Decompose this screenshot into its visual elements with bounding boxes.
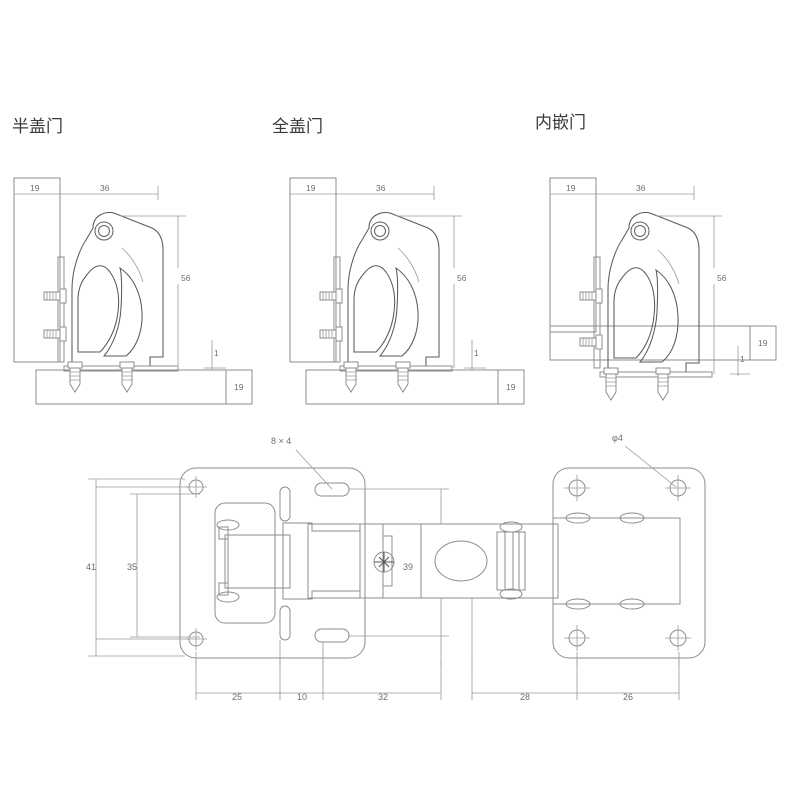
cup-pivot-bottom [218,582,229,596]
hinge-base-plate [599,371,713,378]
dim-19-panel: 19 [30,183,40,193]
dim-19-base: 19 [234,382,244,392]
mounting-plate [333,256,341,363]
dim-39-arm: 39 [403,562,413,572]
cabinet-side-board [549,325,777,361]
right-plate-hole-bottom-right [665,625,691,651]
panel-screw-lower [579,334,603,350]
dim-28: 28 [520,692,530,702]
dim-32: 32 [378,692,388,702]
panel-screw-lower [319,326,343,342]
base-screw-left [603,367,619,401]
hinge-arm-profile [607,212,700,373]
hinge-arm-link [282,522,361,600]
dim-56-height: 56 [457,273,467,283]
panel-screw-upper [579,288,603,304]
base-screw-left [343,361,359,393]
hinge-cup-inner [224,534,291,589]
hinge-base-plate [63,365,179,372]
adjustment-screw [373,551,395,573]
right-plate-boss-br [619,598,645,610]
plate-slot-bottom-8x4 [314,628,350,643]
right-plate-boss-bl [565,598,591,610]
dim-56-height: 56 [717,273,727,283]
arm-plate-inner [552,517,681,605]
dim-36-offset: 36 [376,183,386,193]
cup-cap-bottom [216,591,240,603]
cup-mounting-plate [179,467,366,659]
dim-19-panel: 19 [306,183,316,193]
callout-phi4: φ4 [612,433,623,443]
right-plate-boss-tr [619,512,645,524]
arm-slot-lines [504,532,520,590]
cabinet-base-board [305,369,525,405]
arm-notch-left [383,535,393,587]
dim-19-base: 19 [758,338,768,348]
base-screw-right [655,367,671,401]
leader-phi4 [624,445,677,488]
panel-screw-upper [319,288,343,304]
base-screw-right [395,361,411,393]
leader-8x4 [295,449,333,490]
view-title-half-overlay: 半盖门 [12,117,63,137]
callout-8x4: 8 × 4 [271,436,291,446]
view-full-overlay: 19 36 19 [289,177,525,405]
plan-view: 39 8 × 4 [86,433,706,702]
dim-19-base: 19 [506,382,516,392]
dim-36-offset: 36 [636,183,646,193]
dim-19-panel: 19 [566,183,576,193]
right-plate-hole-top-left [564,475,590,501]
dim-36-offset: 36 [100,183,110,193]
hinge-arm-profile [347,212,440,367]
panel-screw-upper [43,288,67,304]
right-plate-boss-tl [565,512,591,524]
hinge-long-arm [382,523,559,599]
dim-56-height: 56 [181,273,191,283]
view-title-inset: 内嵌门 [535,113,586,133]
view-half-overlay: 19 36 19 [13,177,253,405]
door-panel [549,177,597,333]
view-title-full-overlay: 全盖门 [272,117,323,137]
hinge-base-plate [339,365,453,372]
view-inset: 19 36 19 [549,177,777,401]
mounting-plate [57,256,65,363]
hinge-arm-profile [71,212,164,367]
arm-slot-block [496,531,526,591]
hinge-arm-body [307,523,422,599]
dim-25: 25 [232,692,242,702]
right-plate-hole-bottom-left [564,625,590,651]
dim-26: 26 [623,692,633,702]
arm-slot-cap-top [499,521,523,533]
base-screw-right [119,361,135,393]
arm-oval-cutout [434,540,488,582]
arm-mounting-plate [552,467,706,659]
base-screw-left [67,361,83,393]
plate-slot-top-narrow [279,486,291,522]
dim-41: 41 [86,562,96,572]
dim-35: 35 [127,562,137,572]
cup-cap-top [216,519,240,531]
dim-1-gap: 1 [474,348,479,358]
plate-slot-bottom-narrow [279,605,291,641]
hinge-cup-body [214,502,276,624]
cup-pivot-top [218,526,229,540]
dim-10: 10 [297,692,307,702]
plate-slot-top-8x4 [314,482,350,497]
panel-screw-lower [43,326,67,342]
arm-slot-cap-bottom [499,588,523,600]
cabinet-base-board [35,369,253,405]
right-plate-hole-top-right [665,475,691,501]
dim-1-gap: 1 [214,348,219,358]
mounting-plate [593,256,601,369]
dim-1-gap: 1 [740,354,745,364]
